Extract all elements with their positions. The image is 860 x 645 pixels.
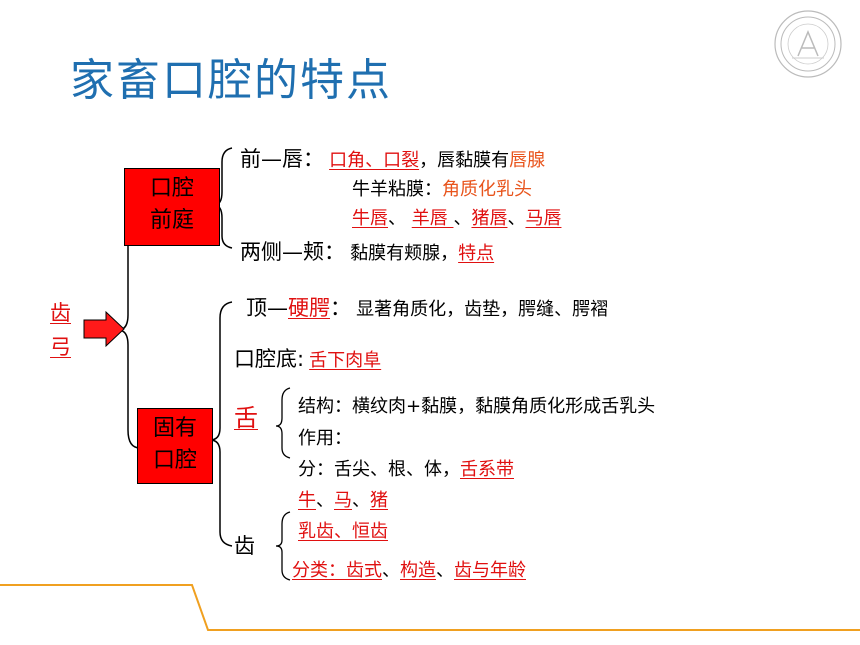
cheek-row: 两侧—颊： 黏膜有颊腺，特点: [240, 236, 494, 266]
tongue-parts-text: 分：舌尖、根、体，: [298, 459, 460, 480]
sep-6: 、: [382, 560, 400, 581]
root-label: 齿弓: [50, 296, 74, 364]
pig-tongue-link[interactable]: 猪: [370, 490, 388, 511]
tongue-function: 作用：: [298, 428, 352, 449]
vestibule-box: 口腔 前庭: [124, 168, 220, 246]
proper-box-line2: 口腔: [152, 448, 197, 473]
proper-box-line1: 固有: [152, 416, 197, 441]
tooth-age-link[interactable]: 齿与年龄: [454, 560, 526, 581]
vestibule-box-line2: 前庭: [149, 208, 194, 233]
vestibule-box-line1: 口腔: [149, 176, 194, 201]
sep-5: 、: [352, 490, 370, 511]
dental-formula-link[interactable]: 分类：齿式: [292, 560, 382, 581]
palate-row: 顶—硬腭： 显著角质化，齿垫，腭缝、腭褶: [246, 292, 608, 322]
cattle-tongue-link[interactable]: 牛: [298, 490, 316, 511]
lip-gland-text: 唇腺: [509, 150, 546, 171]
sep-4: 、: [316, 490, 334, 511]
ruminant-mucosa-label: 牛羊粘膜：: [352, 179, 442, 200]
tongue-parts-row: 分：舌尖、根、体，舌系带: [298, 455, 514, 481]
cheek-heading: 两侧—颊：: [240, 240, 345, 264]
cheek-feature-link[interactable]: 特点: [458, 243, 495, 264]
tongue-label[interactable]: 舌: [234, 404, 258, 432]
palate-text: 显著角质化，齿垫，腭缝、腭褶: [356, 299, 609, 320]
papillae-text: 角质化乳头: [442, 179, 532, 200]
right-arrow-icon: [83, 310, 125, 348]
page-title: 家畜口腔的特点: [70, 55, 392, 106]
lip-row: 前—唇： 口角、口裂，唇黏膜有唇腺: [240, 143, 545, 173]
university-seal-icon: [774, 10, 842, 78]
palate-heading: 顶—: [246, 296, 288, 320]
sep-1: 、: [388, 208, 412, 229]
sep-7: 、: [436, 560, 454, 581]
palate-colon: ：: [330, 296, 351, 320]
proper-box: 固有 口腔: [137, 408, 213, 484]
cheek-text: 黏膜有颊腺，: [350, 243, 459, 264]
floor-row: 口腔底: 舌下肉阜: [234, 343, 381, 373]
sep-2: 、: [453, 208, 472, 229]
teeth-label: 齿: [234, 534, 255, 558]
horse-tongue-link[interactable]: 马: [334, 490, 352, 511]
teeth-types-link[interactable]: 乳齿、恒齿: [298, 521, 388, 542]
teeth-classification-row: 分类：齿式、构造、齿与年龄: [292, 556, 526, 582]
horse-lip-link[interactable]: 马唇: [525, 208, 562, 229]
lip-corner-link[interactable]: 口角、口裂: [329, 150, 420, 171]
sublingual-caruncle-link[interactable]: 舌下肉阜: [309, 350, 382, 371]
tongue-species-row: 牛、马、猪: [298, 486, 388, 512]
frenulum-link[interactable]: 舌系带: [460, 459, 514, 480]
lip-mucosa-text: ，唇黏膜有: [419, 150, 510, 171]
lip-heading: 前—唇：: [240, 147, 324, 171]
sep-3: 、: [507, 208, 526, 229]
tongue-structure: 结构：横纹肉+黏膜，黏膜角质化形成舌乳头: [298, 396, 656, 417]
root-label-text: 齿弓: [50, 301, 71, 359]
ruminant-mucosa-row: 牛羊粘膜：角质化乳头: [352, 175, 532, 201]
floor-heading: 口腔底:: [234, 347, 305, 371]
lip-species-row: 牛唇、 羊唇 、猪唇、马唇: [352, 204, 561, 230]
pig-lip-link[interactable]: 猪唇: [471, 208, 508, 229]
cattle-lip-link[interactable]: 牛唇: [352, 208, 388, 229]
sheep-lip-link[interactable]: 羊唇: [411, 208, 454, 229]
tooth-structure-link[interactable]: 构造: [400, 560, 436, 581]
hard-palate-link[interactable]: 硬腭: [288, 296, 330, 320]
